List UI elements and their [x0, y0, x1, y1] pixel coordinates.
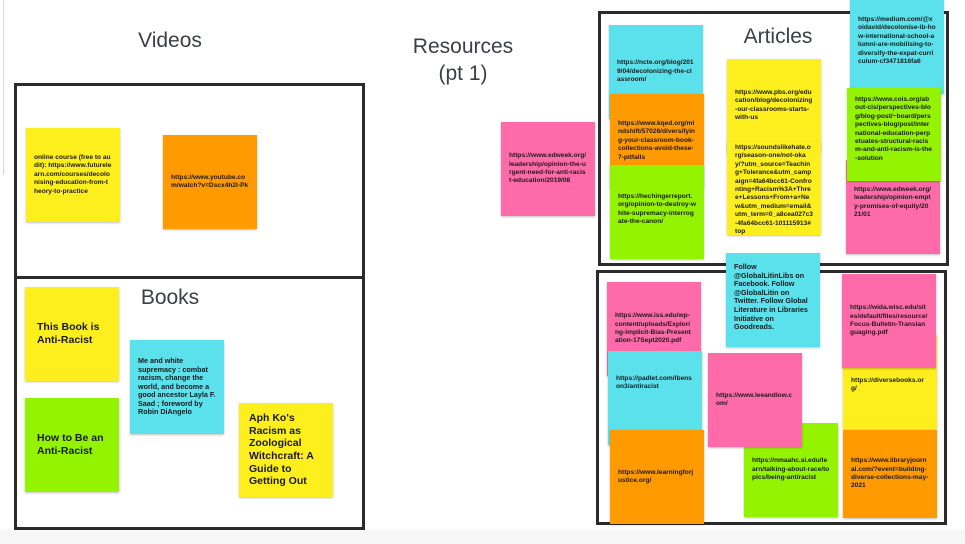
sticky-note-hechinger[interactable]: https://hechingerreport.org/opinion-to-d… [610, 165, 704, 259]
sticky-note-this-book-is-anti-racist[interactable]: This Book is Anti-Racist [25, 287, 119, 381]
resources-heading-line2: (pt 1) [438, 62, 488, 85]
sticky-note-medium[interactable]: https://medium.com/@xoidavid/decolonise-… [850, 0, 944, 94]
sticky-note-youtube[interactable]: https://www.youtube.com/watch?v=Dscx4h2l… [163, 135, 257, 229]
articles-heading: Articles [743, 25, 813, 48]
sticky-note-pbs[interactable]: https://www.pbs.org/education/blog/decol… [727, 59, 821, 153]
sticky-note-futurelearn[interactable]: online course (free to audit): https://w… [26, 128, 120, 222]
sticky-note-learningforjustice[interactable]: https://www.learningforjustice.org/ [610, 430, 704, 524]
canvas-edge [3, 0, 4, 175]
sticky-note-wida[interactable]: https://wida.wisc.edu/sites/default/file… [842, 274, 936, 368]
sticky-note-aph-ko[interactable]: Aph Ko's Racism as Zoological Witchcraft… [239, 403, 333, 497]
sticky-note-me-and-white-supremacy[interactable]: Me and white supremacy : combat racism, … [130, 340, 224, 434]
sticky-note-libraryjournal[interactable]: https://www.libraryjournal.com/?event=bu… [843, 430, 937, 518]
sticky-note-global-lit[interactable]: Follow @GlobalLitinLibs on Facebook. Fol… [726, 253, 820, 347]
books-frame[interactable] [14, 276, 365, 530]
books-heading: Books [140, 286, 200, 309]
sticky-note-leeandlow[interactable]: https://www.leeandlow.com/ [708, 353, 802, 447]
videos-heading: Videos [138, 29, 202, 52]
sticky-note-soundslikehate[interactable]: https://soundslikehate.org/season-one/no… [727, 141, 821, 235]
sticky-note-cois[interactable]: https://www.cois.org/about-cis/perspecti… [847, 88, 941, 181]
canvas-bottom-strip [0, 530, 965, 544]
resources-heading-line1: Resources [412, 35, 514, 58]
resources-heading: Resources (pt 1) [393, 33, 533, 87]
sticky-note-how-to-be-an-anti-racist[interactable]: How to Be an Anti-Racist [25, 398, 119, 492]
sticky-note-edweek-urgent-need[interactable]: https://www.edweek.org/leadership/opinio… [501, 122, 595, 216]
sticky-note-padlet[interactable]: https://padlet.com/lbenson3/antiracist [608, 351, 702, 445]
